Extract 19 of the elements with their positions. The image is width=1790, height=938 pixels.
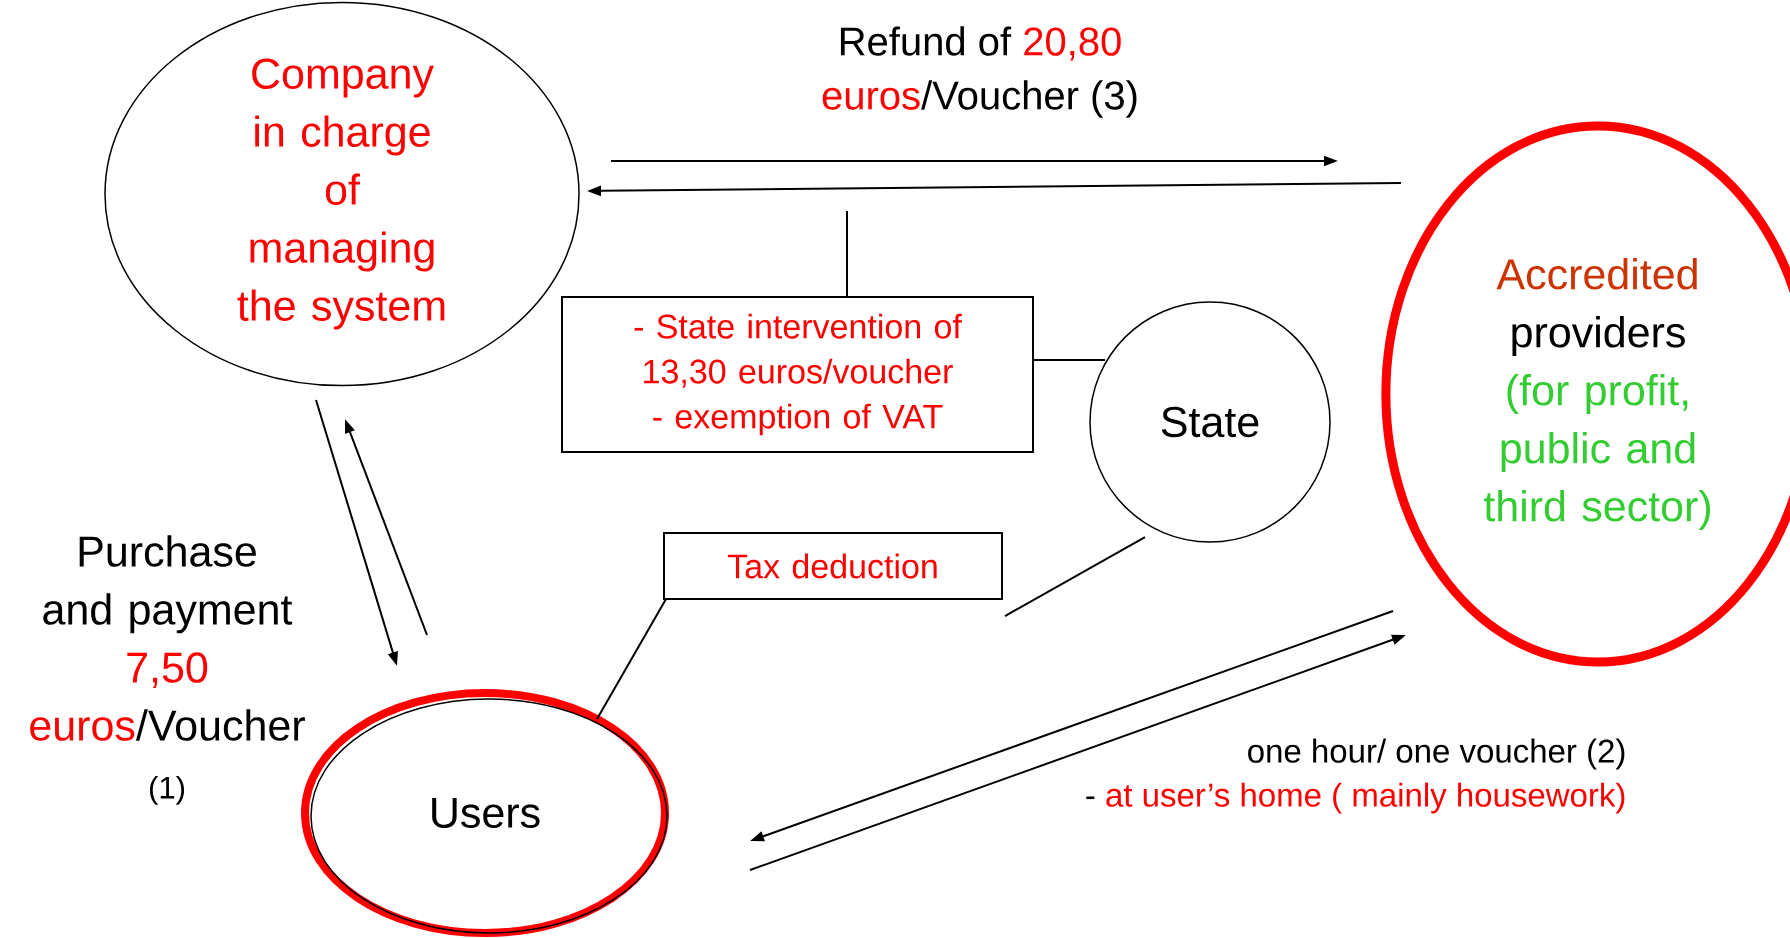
- edge-label: one hour/ one voucher (2) - at user’s home ( mainly housework): [1086, 738, 1625, 814]
- label: at user’s home ( mainly housework): [1106, 782, 1625, 814]
- label: (1): [149, 775, 185, 805]
- label: -: [1086, 796, 1095, 800]
- label: /Voucher (3): [921, 80, 1137, 118]
- connector-line: [596, 598, 667, 720]
- edge-label: Refund of 20,80 euros/Voucher (3): [822, 26, 1137, 118]
- label: one hour/ one voucher (2): [1248, 738, 1625, 770]
- connector-line: [846, 210, 848, 298]
- label: 7,50: [127, 652, 208, 688]
- connector-line: [1032, 359, 1106, 361]
- process-box: Tax deduction: [663, 532, 1003, 600]
- process-box: - State intervention of 13,30 euros/voucher - exemption of VAT: [561, 296, 1034, 453]
- label: Refund of: [840, 26, 1012, 56]
- connector-line: [1004, 536, 1146, 617]
- label: Purchase and payment: [43, 535, 293, 634]
- label: euros: [822, 87, 920, 110]
- label: euros: [30, 717, 135, 741]
- label: 20,80: [1024, 27, 1121, 61]
